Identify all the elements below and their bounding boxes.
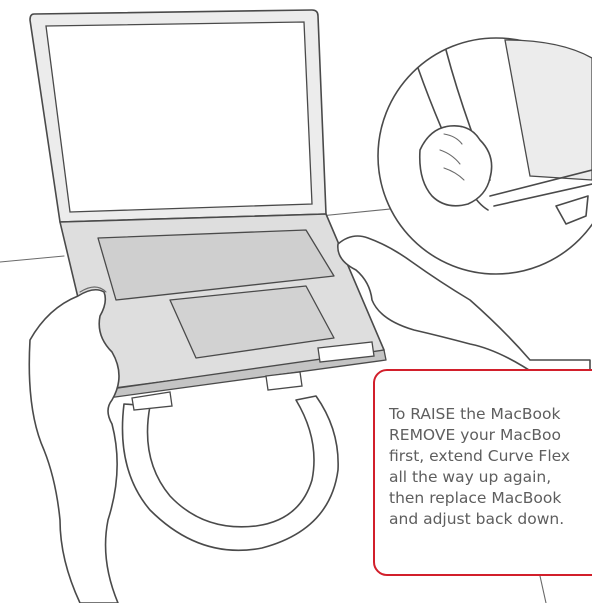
detail-magnifier <box>378 38 592 274</box>
laptop-screen <box>30 10 326 222</box>
instruction-line-2: REMOVE your MacBoo <box>389 425 592 446</box>
instruction-line-3: first, extend Curve Flex <box>389 446 592 467</box>
instruction-line-1: To RAISE the MacBook <box>389 404 592 425</box>
instruction-line-4: all the way up again, <box>389 467 592 488</box>
instruction-line-6: and adjust back down. <box>389 509 592 530</box>
instruction-callout: To RAISE the MacBook REMOVE your MacBoo … <box>373 369 592 576</box>
instruction-line-5: then replace MacBook <box>389 488 592 509</box>
callout-leader <box>540 576 546 603</box>
